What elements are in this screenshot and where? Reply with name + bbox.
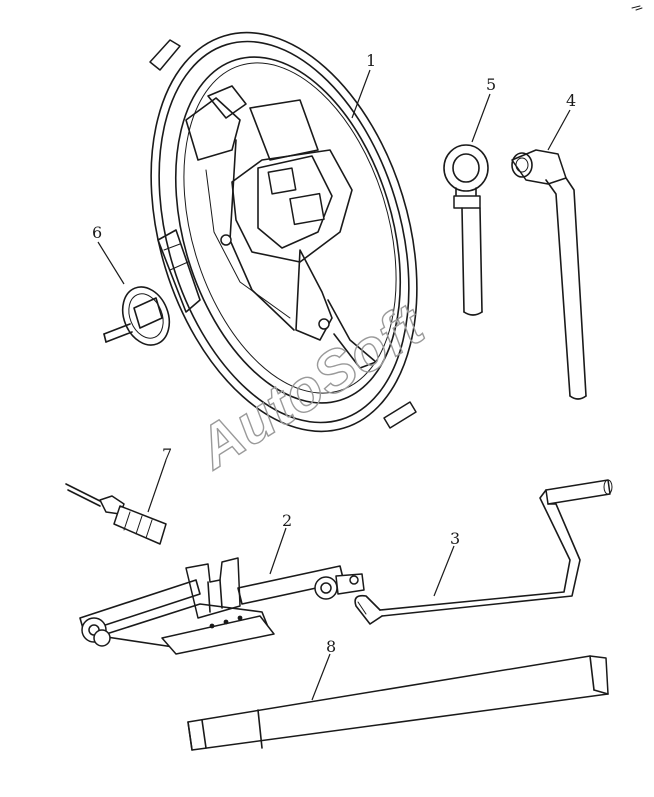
callout-labels: 1 2 3 4 5 6 7 8 bbox=[92, 51, 576, 656]
part-6-bolt-adapter bbox=[103, 286, 171, 346]
part-2-scissor-jack bbox=[79, 557, 365, 655]
autosoft-watermark: AutoSoft bbox=[184, 290, 437, 482]
callout-8: 8 bbox=[326, 637, 336, 656]
part-7-screwdriver bbox=[65, 483, 167, 545]
corner-mark bbox=[631, 5, 643, 11]
callout-3: 3 bbox=[450, 529, 460, 548]
callout-7: 7 bbox=[162, 445, 172, 464]
part-1-spare-wheel-tray bbox=[149, 31, 418, 433]
callout-2: 2 bbox=[282, 511, 292, 530]
callout-4: 4 bbox=[566, 91, 576, 110]
part-5-towing-eye bbox=[443, 144, 489, 316]
watermark-text: AutoSoft bbox=[185, 291, 437, 482]
callout-5: 5 bbox=[486, 75, 496, 94]
callout-leaders bbox=[97, 69, 571, 701]
part-4-wheel-wrench bbox=[511, 149, 587, 400]
part-3-jack-handle bbox=[354, 479, 613, 625]
part-8-tool-bag bbox=[187, 655, 609, 751]
callout-1: 1 bbox=[366, 51, 376, 70]
callout-6: 6 bbox=[92, 223, 102, 242]
